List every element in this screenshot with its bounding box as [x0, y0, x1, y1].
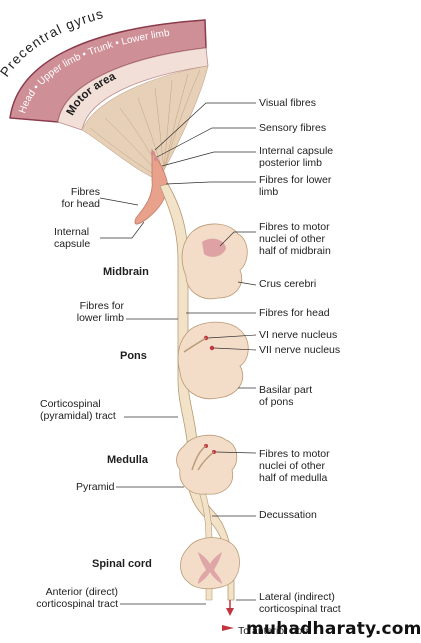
- label-internal-capsule: Internal capsule: [54, 226, 91, 250]
- spinal-cord-section: [180, 537, 240, 590]
- label-pons: Pons: [120, 350, 147, 362]
- label-lateral-corticospinal-tract: Lateral (indirect) corticospinal tract: [259, 591, 341, 615]
- label-fibres-for-lower-limb-right: Fibres for lower limb: [259, 174, 332, 198]
- label-midbrain: Midbrain: [103, 266, 149, 278]
- motor-area-inner-band: [57, 47, 209, 131]
- label-vii-nerve-nucleus: VII nerve nucleus: [259, 344, 341, 356]
- label-decussation: Decussation: [259, 509, 317, 521]
- label-internal-capsule-posterior: Internal capsule posterior limb: [259, 145, 334, 169]
- label-to-anterior-horn: To anterior horn: [238, 625, 312, 637]
- main-tract: [159, 183, 235, 601]
- label-fibres-for-head: Fibres for head: [61, 186, 100, 210]
- fibre-fan: [81, 65, 209, 181]
- label-basilar-part: Basilar part of pons: [259, 384, 313, 408]
- label-anterior-corticospinal-tract: Anterior (direct) corticospinal tract: [36, 586, 118, 610]
- label-visual-fibres: Visual fibres: [259, 97, 317, 109]
- vii-nerve-dot: [209, 345, 215, 351]
- label-vi-nerve-nucleus: VI nerve nucleus: [259, 329, 338, 341]
- midbrain-nucleus: [202, 238, 226, 257]
- watermark: muhadharaty.com: [246, 619, 421, 639]
- label-fibres-to-motor-medulla: Fibres to motor nuclei of other half of …: [259, 448, 330, 484]
- medulla-section: [176, 434, 238, 495]
- spinal-grey-matter: [198, 552, 222, 584]
- label-pyramid: Pyramid: [76, 481, 115, 493]
- label-medulla: Medulla: [107, 454, 148, 466]
- label-sensory-fibres: Sensory fibres: [259, 122, 327, 134]
- label-fibres-for-head-right: Fibres for head: [259, 307, 330, 319]
- pons-fibre-to-nucleus: [183, 337, 207, 353]
- to-anterior-horn-arrow: [222, 625, 234, 631]
- motor-area-label: Motor area: [65, 70, 119, 117]
- midbrain-section: [181, 223, 248, 300]
- anterior-horn-arrowhead: [226, 608, 234, 616]
- medulla-fibres: [191, 445, 215, 471]
- capsule-dot-1: [151, 151, 155, 155]
- label-fibres-to-motor-midbrain: Fibres to motor nuclei of other half of …: [259, 221, 331, 257]
- pons-section: [177, 321, 249, 400]
- label-crus-cerebri: Crus cerebri: [259, 278, 317, 290]
- label-fibres-for-lower-limb-left: Fibres for lower limb: [76, 300, 124, 324]
- label-spinal-cord: Spinal cord: [92, 558, 152, 570]
- label-corticospinal-tract: Corticospinal (pyramidal) tract: [40, 398, 116, 422]
- internal-capsule-shape: [134, 148, 169, 225]
- leader-lines: [99, 102, 257, 605]
- capsule-dot-2: [154, 157, 158, 161]
